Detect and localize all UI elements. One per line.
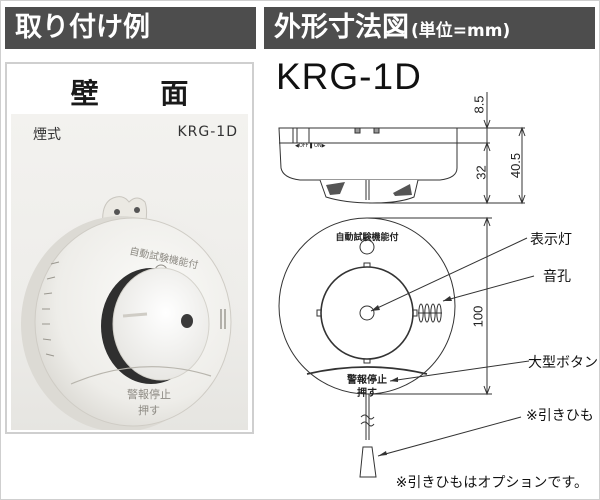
photo-type-label: 煙式	[33, 127, 61, 143]
smoke-detector-photo-illustration: 自動試験機能付 警報停止 押す	[19, 196, 243, 430]
callout-sound-hole: 音孔	[543, 269, 571, 285]
installation-photo-panel: 壁 面 煙式 KRG-1D	[5, 62, 254, 434]
front-top-text: 自動試験機能付	[335, 231, 398, 243]
photo-model-label: KRG-1D	[177, 124, 238, 140]
button-text-line1: 警報停止	[127, 387, 171, 401]
callout-pull-cord: ※引きひも	[526, 408, 594, 424]
callout-indicator-lamp: 表示灯	[530, 232, 572, 248]
front-button-text-line1: 警報停止	[346, 373, 387, 386]
svg-text:◀OFF ▌ON▶: ◀OFF ▌ON▶	[295, 142, 326, 149]
dimension-drawing-header: 外形寸法図(単位=mm)	[264, 7, 595, 49]
wall-title: 壁 面	[70, 77, 215, 110]
button-text-line2: 押す	[138, 403, 160, 417]
dim-top-height: 8.5	[471, 95, 487, 114]
callout-large-button: 大型ボタン	[528, 355, 598, 371]
dim-total-height: 40.5	[508, 152, 524, 179]
dim-diameter: 100	[470, 305, 486, 328]
pull-cord-option-note: ※引きひもはオプションです。	[395, 475, 588, 491]
front-button-text-line2: 押す	[357, 386, 377, 399]
dimension-drawing-title: 外形寸法図	[274, 12, 409, 43]
model-name: KRG-1D	[276, 56, 422, 97]
installation-example-title: 取り付け例	[15, 12, 150, 43]
dim-body-height: 32	[473, 165, 489, 180]
installation-example-header: 取り付け例	[5, 7, 256, 49]
unit-label: (単位=mm)	[411, 21, 511, 41]
installation-photo: 煙式 KRG-1D	[11, 114, 248, 430]
